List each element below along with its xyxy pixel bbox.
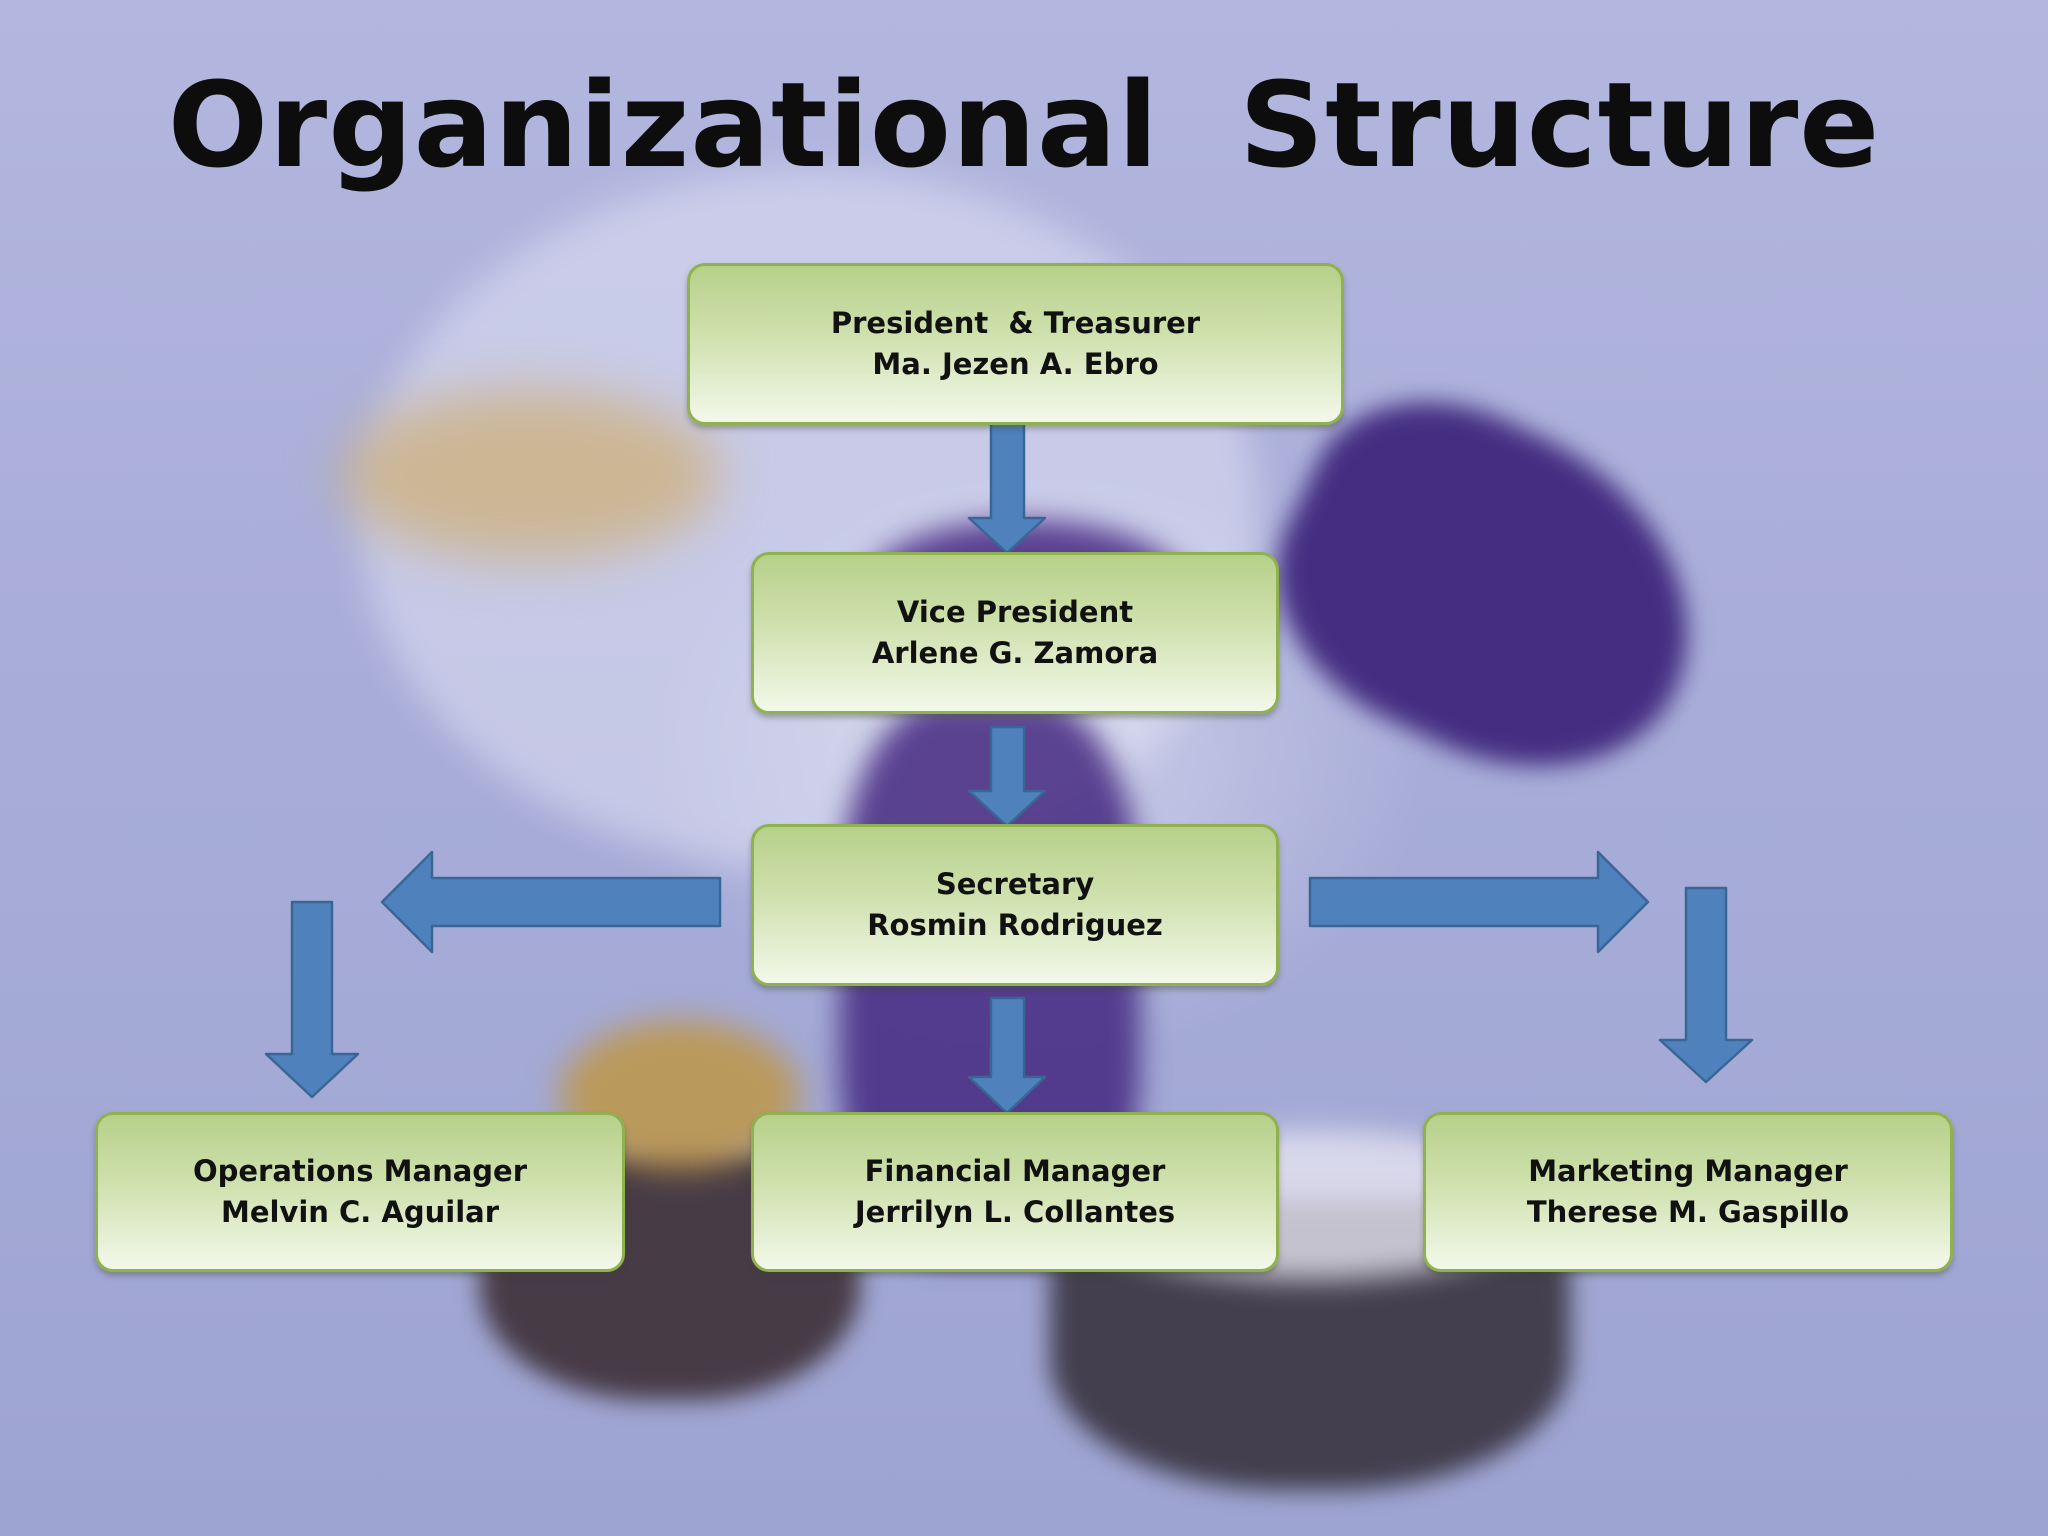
node-person-name: Jerrilyn L. Collantes <box>854 1195 1176 1229</box>
arrow-down-president-to-vp <box>967 421 1047 555</box>
node-role: Vice President <box>896 595 1134 629</box>
node-person-name: Melvin C. Aguilar <box>220 1195 500 1229</box>
node-president: President & Treasurer Ma. Jezen A. Ebro <box>687 263 1344 425</box>
arrow-down-secretary-to-financial <box>967 996 1047 1115</box>
node-person-name: Ma. Jezen A. Ebro <box>872 347 1159 381</box>
arrow-down-vp-to-secretary <box>967 725 1047 828</box>
node-role: Secretary <box>935 867 1095 901</box>
node-secretary: Secretary Rosmin Rodriguez <box>751 824 1279 986</box>
arrow-right-to-marketing <box>1308 850 1650 954</box>
node-person-name: Arlene G. Zamora <box>871 636 1159 670</box>
node-operations-manager: Operations Manager Melvin C. Aguilar <box>95 1112 625 1272</box>
node-role: Marketing Manager <box>1528 1154 1848 1188</box>
node-person-name: Rosmin Rodriguez <box>867 908 1163 942</box>
node-role: Financial Manager <box>864 1154 1166 1188</box>
node-role: President & Treasurer <box>830 306 1201 340</box>
node-vice-president: Vice President Arlene G. Zamora <box>751 552 1279 714</box>
arrow-down-to-marketing <box>1658 886 1754 1084</box>
node-financial-manager: Financial Manager Jerrilyn L. Collantes <box>751 1112 1279 1272</box>
node-marketing-manager: Marketing Manager Therese M. Gaspillo <box>1423 1112 1953 1272</box>
arrow-left-to-operations <box>380 850 722 954</box>
node-person-name: Therese M. Gaspillo <box>1526 1195 1850 1229</box>
slide-title: Organizational Structure <box>167 56 1881 194</box>
arrow-down-to-operations <box>264 900 360 1099</box>
node-role: Operations Manager <box>192 1154 528 1188</box>
background-gold-ribbon <box>340 390 720 560</box>
